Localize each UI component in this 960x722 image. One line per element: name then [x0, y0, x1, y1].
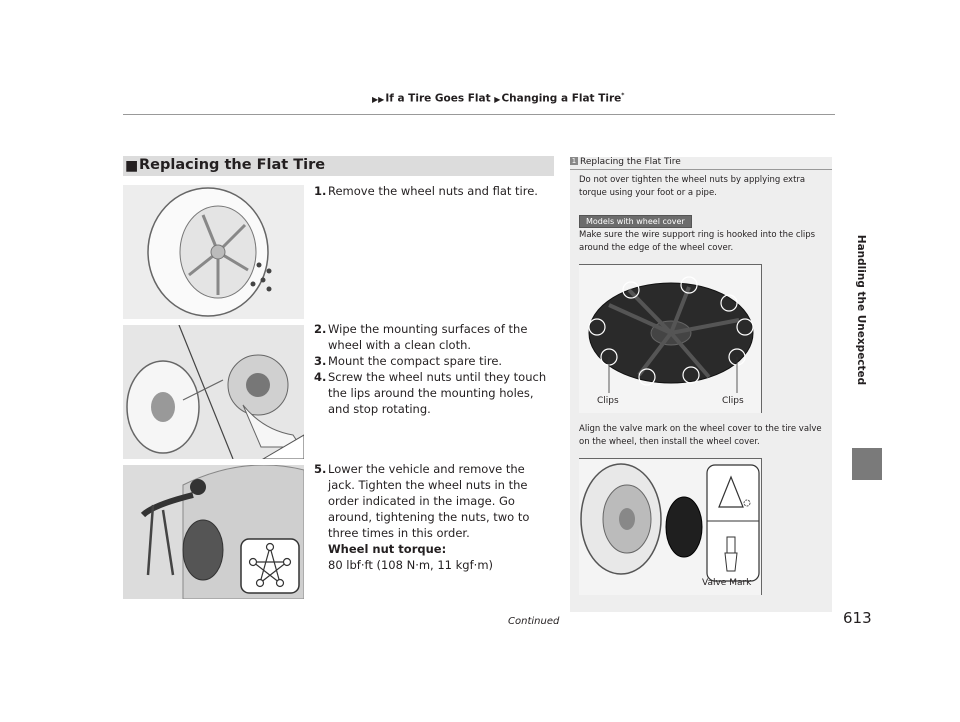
section-marker: ■: [125, 158, 139, 174]
section-title: Replacing the Flat Tire: [139, 157, 326, 173]
note-paragraph-2: Make sure the wire support ring is hooke…: [579, 230, 816, 253]
figure-wheel-cover-clips: Clips Clips: [579, 264, 762, 413]
step-number: 1.: [314, 184, 327, 198]
figure-valve-mark: Valve Mark: [579, 458, 762, 595]
clips-label-left: Clips: [597, 396, 619, 406]
chevron-right-icon: ▶▶: [372, 94, 385, 104]
step-number: 5.: [314, 462, 327, 476]
section-heading: ■ Replacing the Flat Tire: [123, 156, 554, 176]
step-number: 2.: [314, 322, 327, 336]
steps-2-4: 2. Wipe the mounting surfaces of the whe…: [314, 321, 554, 417]
page-number: 613: [843, 609, 872, 627]
model-badge: Models with wheel cover: [579, 215, 692, 228]
torque-value: 80 lbf·ft (108 N·m, 11 kgf·m): [328, 558, 494, 572]
valve-mark-illustration: [580, 463, 760, 582]
figure-remove-tire: [123, 185, 304, 319]
step-number: 3.: [314, 354, 327, 368]
step-text: Screw the wheel nuts until they touch th…: [328, 370, 547, 416]
continued-label: Continued: [508, 616, 560, 627]
chevron-right-icon: ▶: [494, 94, 501, 104]
figure-tighten-nuts: [123, 465, 304, 599]
tire-illustration: [147, 187, 272, 317]
notes-rule: [570, 169, 832, 170]
breadcrumb-item: If a Tire Goes Flat: [385, 92, 491, 105]
wheel-cover-illustration: [588, 276, 754, 393]
step-text: Mount the compact spare tire.: [328, 354, 503, 368]
note-paragraph-3: Align the valve mark on the wheel cover …: [579, 424, 822, 447]
chapter-tab: [852, 448, 882, 480]
valve-mark-label: Valve Mark: [702, 578, 752, 588]
step-2: 2. Wipe the mounting surfaces of the whe…: [314, 321, 554, 353]
figure-mount-spare: [123, 325, 304, 459]
header-rule: [123, 114, 835, 115]
mount-spare-illustration: [123, 325, 304, 459]
notes-heading-text: Replacing the Flat Tire: [580, 157, 681, 167]
breadcrumb: ▶▶If a Tire Goes Flat ▶Changing a Flat T…: [372, 92, 624, 105]
tighten-illustration: [123, 465, 304, 599]
step-text: Remove the wheel nuts and flat tire.: [328, 184, 538, 198]
note-number-icon: 1: [570, 157, 578, 165]
step-number: 4.: [314, 370, 327, 384]
torque-label: Wheel nut torque:: [328, 542, 447, 556]
chapter-label: Handling the Unexpected: [855, 234, 867, 386]
step-5: 5. Lower the vehicle and remove the jack…: [314, 461, 554, 573]
clips-label-right: Clips: [722, 396, 744, 406]
note-paragraph-1: Do not over tighten the wheel nuts by ap…: [579, 175, 806, 198]
step-4: 4. Screw the wheel nuts until they touch…: [314, 369, 554, 417]
step-text: Lower the vehicle and remove the jack. T…: [328, 462, 530, 540]
step-text: Wipe the mounting surfaces of the wheel …: [328, 322, 528, 352]
step-1: 1. Remove the wheel nuts and flat tire.: [314, 183, 554, 199]
step-3: 3. Mount the compact spare tire.: [314, 353, 554, 369]
footnote-asterisk: *: [621, 92, 625, 99]
breadcrumb-item: Changing a Flat Tire: [501, 92, 622, 105]
